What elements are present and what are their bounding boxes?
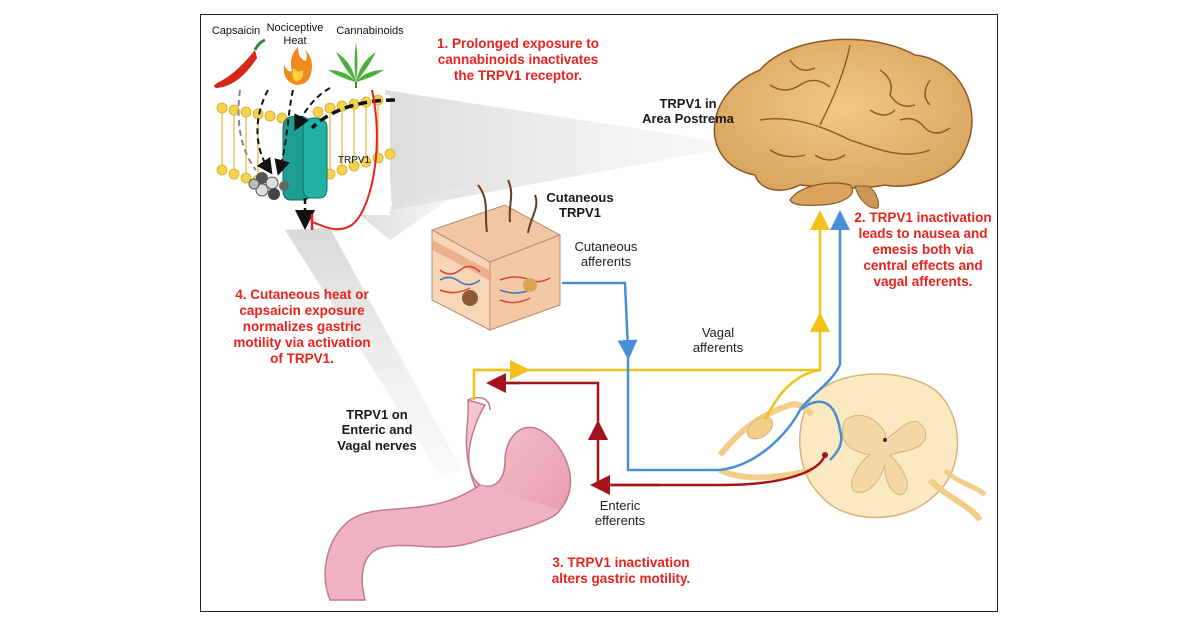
cannabinoids-label: Cannabinoids xyxy=(336,25,404,37)
projection-beam-skin xyxy=(360,185,470,240)
cannabis-leaf-icon xyxy=(328,42,384,88)
membrane-inset xyxy=(214,38,396,231)
cutaneous-trpv1-label: Cutaneous TRPV1 xyxy=(546,190,614,221)
vagal-afferents-label: Vagal afferents xyxy=(692,325,744,356)
projection-beam-brain xyxy=(385,90,745,210)
nociceptive-heat-label: Nociceptive Heat xyxy=(266,22,324,47)
skin-illustration xyxy=(430,179,562,331)
note-step-1: 1. Prolonged exposure to cannabinoids in… xyxy=(436,36,600,83)
enteric-efferents-label: Enteric efferents xyxy=(594,498,646,529)
note-step-2: 2. TRPV1 inactivation leads to nausea an… xyxy=(854,210,992,289)
enteric-vagal-label: TRPV1 on Enteric and Vagal nerves xyxy=(337,407,417,453)
flame-icon xyxy=(283,47,312,85)
trpv1-receptor-label: TRPV1 xyxy=(337,155,371,166)
stomach-illustration xyxy=(324,397,572,601)
note-step-3: 3. TRPV1 inactivation alters gastric mot… xyxy=(551,555,691,586)
brain-illustration xyxy=(713,38,973,209)
capsaicin-label: Capsaicin xyxy=(211,25,261,37)
enteric-efferent-path xyxy=(600,454,827,487)
area-postrema-label: TRPV1 in Area Postrema xyxy=(642,96,734,127)
vagal-afferent-path xyxy=(472,330,822,400)
cutaneous-afferents-label: Cutaneous afferents xyxy=(574,239,638,270)
note-step-4: 4. Cutaneous heat or capsaicin exposure … xyxy=(233,287,371,366)
cutaneous-afferent-path xyxy=(562,281,638,360)
chili-pepper-icon xyxy=(214,50,257,88)
ligand-cluster xyxy=(248,172,289,200)
spinal-cord-illustration xyxy=(717,373,987,522)
projection-beam-stomach xyxy=(285,228,462,475)
inhibition-line xyxy=(311,89,378,231)
